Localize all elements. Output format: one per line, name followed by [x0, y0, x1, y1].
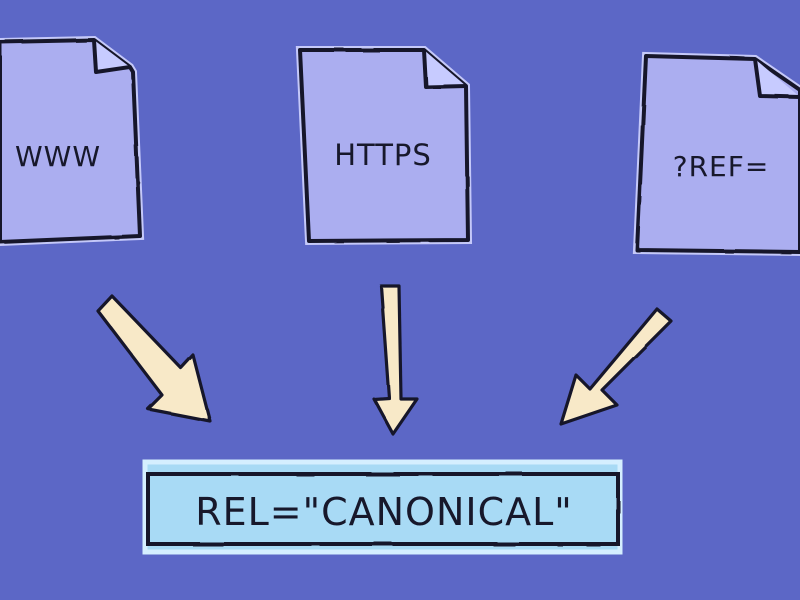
- document-www: WWW: [0, 35, 145, 247]
- document-label-https: HTTPS: [334, 138, 432, 172]
- arrow-right-to-canonical: [559, 307, 673, 426]
- document-label-www: WWW: [15, 140, 101, 173]
- document-https: HTTPS: [295, 46, 473, 246]
- arrow-left-to-canonical: [96, 294, 212, 423]
- arrow-center-to-canonical: [372, 284, 419, 436]
- document-label-ref-param: ?REF=: [673, 150, 770, 183]
- document-ref-param: ?REF=: [632, 51, 800, 257]
- canonical-tag-label: REL="CANONICAL": [195, 490, 573, 534]
- canonical-tag-box: REL="CANONICAL": [142, 459, 623, 555]
